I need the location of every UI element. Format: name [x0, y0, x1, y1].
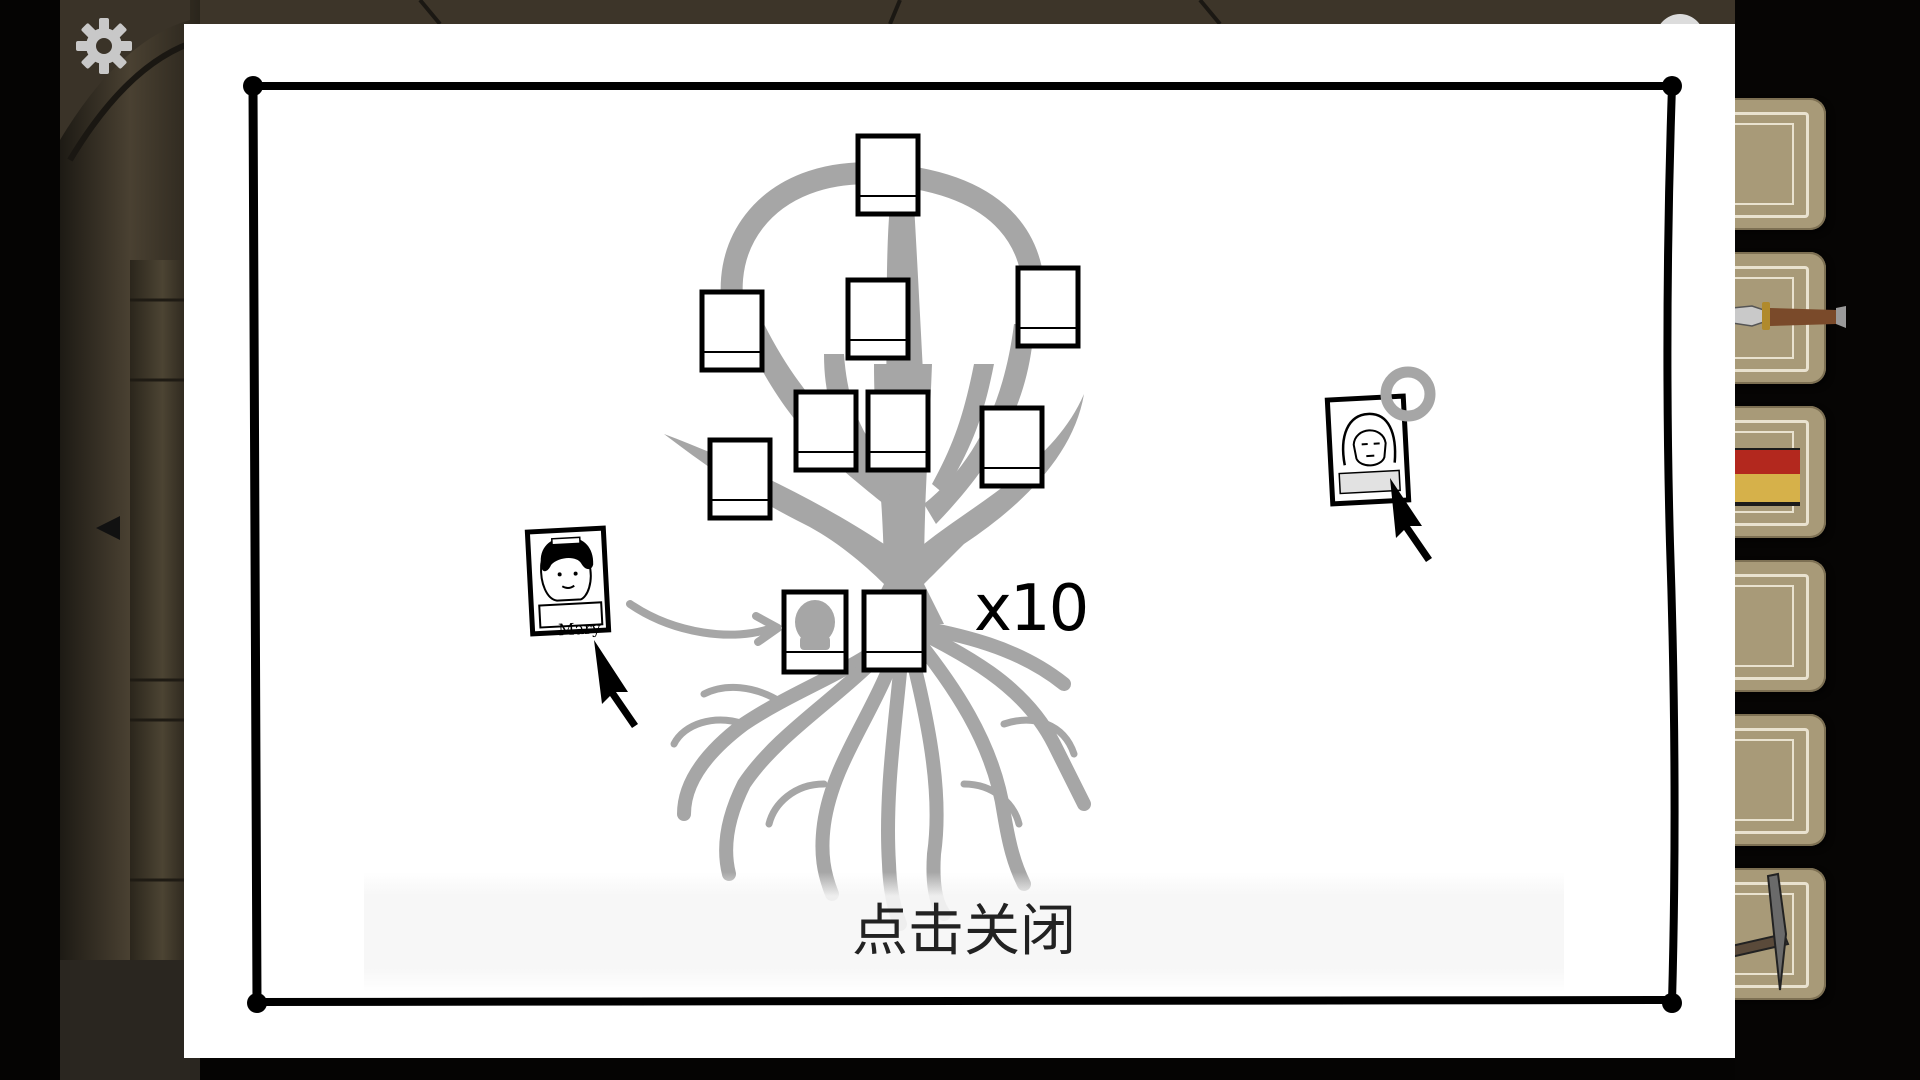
inventory-slot-3[interactable]: [1720, 406, 1826, 538]
card-slot: [861, 589, 927, 673]
inventory-slot-6[interactable]: [1712, 868, 1826, 1000]
example-card-woman: [1324, 393, 1412, 507]
inventory-slot-4[interactable]: [1720, 560, 1826, 692]
circle-marker-icon: [1380, 366, 1436, 422]
silhouette-portrait-icon: [795, 600, 835, 650]
example-card-name-text: Mary: [558, 618, 602, 639]
inventory-slot-1[interactable]: [1720, 98, 1826, 230]
cursor-arrow-icon: [594, 640, 638, 728]
card-slot: [865, 389, 931, 473]
slot-frame-inner: [1728, 585, 1794, 667]
drag-arrow: [626, 600, 776, 639]
card-slot: [855, 133, 921, 217]
inventory-slot-5[interactable]: [1720, 714, 1826, 846]
card-slot: [707, 437, 773, 521]
gear-icon[interactable]: [72, 14, 136, 78]
card-slot: [793, 389, 859, 473]
example-card-mary: [524, 525, 612, 637]
card-slot: [845, 277, 911, 361]
slot-frame-inner: [1728, 739, 1794, 821]
slot-frame: [1728, 574, 1809, 680]
card-slot: [1015, 265, 1081, 349]
mary-portrait-icon: [540, 536, 594, 602]
cursor-arrow-icon: [1390, 478, 1432, 562]
example-card-name: Mary: [558, 618, 602, 639]
multiplier-label: x10: [974, 572, 1089, 646]
arrowhead: [752, 612, 782, 646]
close-hint[interactable]: 点击关闭: [364, 872, 1564, 992]
paper-frame: [243, 76, 1682, 1013]
slot-frame: [1728, 728, 1809, 834]
card-slot: [699, 289, 765, 373]
inventory-bar: [1711, 98, 1920, 1018]
inventory-slot-2[interactable]: [1711, 252, 1846, 384]
left-arrow-icon[interactable]: [92, 510, 128, 546]
slot-frame-inner: [1728, 123, 1794, 205]
book-icon: [1722, 448, 1800, 506]
tree-card-slots: [699, 133, 1081, 675]
tutorial-overlay[interactable]: x10 Mary 点击关闭: [184, 24, 1735, 1058]
slot-frame-inner: [1728, 893, 1794, 975]
slot-frame: [1728, 112, 1809, 218]
card-slot: [979, 405, 1045, 489]
woman-portrait-icon: [1341, 412, 1397, 467]
tutorial-diagram: [243, 76, 1682, 1013]
